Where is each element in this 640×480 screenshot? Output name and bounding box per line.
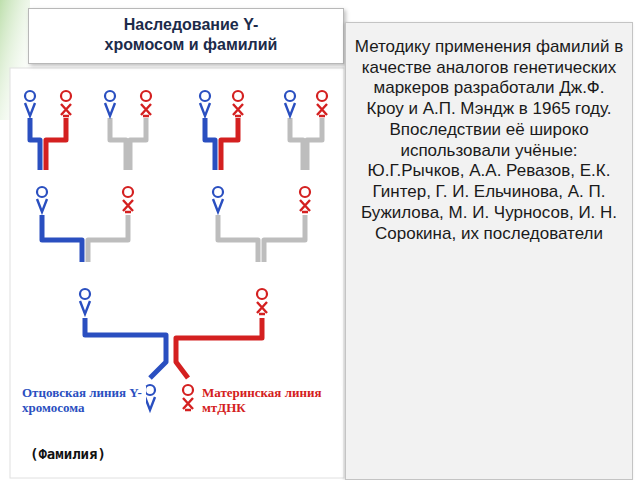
- paternal-line-label: Отцовская линия Y-хромосома: [22, 386, 146, 416]
- text-panel: Методику применения фамилий в качестве а…: [345, 22, 633, 480]
- title-box: Наследование Y-хромосом и фамилий: [28, 8, 344, 64]
- panel-text: Методику применения фамилий в качестве а…: [354, 37, 624, 244]
- maternal-line-label: Материнская линия мтДНК: [202, 386, 342, 416]
- surname-note: (Фамилия): [30, 446, 140, 462]
- slide-title: Наследование Y-хромосом и фамилий: [39, 15, 333, 55]
